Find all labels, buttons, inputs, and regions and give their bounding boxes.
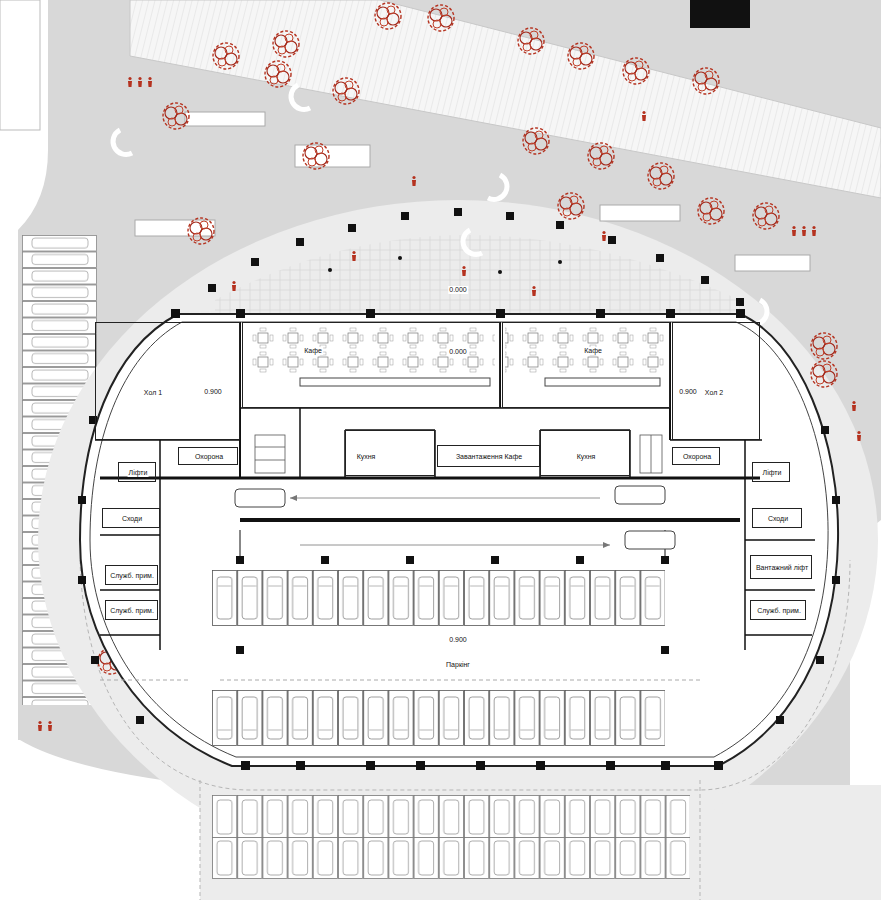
neighbour-building [0,0,40,130]
tree [518,28,544,54]
drive-arrow [290,495,610,548]
circulation-line [200,780,700,900]
counter [300,378,490,386]
room-box: Ліфти [118,462,156,482]
tree [163,103,189,129]
room-label: Завантаження Кафе [455,453,523,461]
tree [375,3,401,29]
room-box: Служб. прим. [105,565,158,585]
drive-line [100,680,700,681]
structural-columns [78,309,840,770]
cafe-tables [250,326,495,374]
room-box: Кухня [540,430,630,476]
round-bench [291,85,310,109]
tree [188,218,214,244]
round-bench [488,175,507,199]
level-mark: 0.900 [678,388,698,396]
dark-block [690,0,750,28]
bench [135,220,215,236]
room-box: Завантаження Кафе [437,445,540,467]
tree [273,31,299,57]
room-box: Служб. прим. [105,600,158,620]
tree [753,203,779,229]
tree [568,43,594,69]
room-label: Служб. прим. [756,607,802,615]
round-bench [463,230,482,254]
room-label: Ліфти [762,469,783,477]
room-label: Сходи [121,515,143,523]
round-bench [113,130,132,154]
bench [185,112,265,126]
tree [213,43,239,69]
building-outline [80,314,838,766]
room-box: Охорона [178,447,238,465]
room-label: Кафе [583,347,603,355]
counter [545,378,660,386]
bench [735,255,810,271]
room-box: Хол 1 [95,322,240,440]
parking-row [212,570,665,626]
room-label: Ліфти [128,469,149,477]
room-label: Служб. прим. [109,607,155,615]
outer-parking [212,795,690,879]
level-mark: 0.000 [448,286,468,294]
room-label: Кухня [356,453,377,461]
zone-label: Паркінг [445,661,471,669]
room-label: Кухня [576,453,597,461]
tree [623,58,649,84]
room-label: Охорона [194,453,224,461]
tree [588,143,614,169]
room-label: Сходи [767,515,789,523]
tree [558,193,584,219]
toilets [255,435,662,473]
outer-ground [200,785,881,900]
tree [303,143,329,169]
room-label: Хол 2 [704,389,724,397]
level-mark: 0.900 [203,388,223,396]
room-box: Кафе [502,322,670,408]
plaza-paving [215,235,740,315]
tree [811,361,837,387]
room-box: Ліфти [752,462,790,482]
tree [648,163,674,189]
room-box: Вантажний ліфт [750,555,812,579]
road [130,0,881,198]
room-box: Сходи [102,508,160,528]
room-box: Служб. прим. [750,600,806,620]
tree [693,68,719,94]
room-box: Хол 2 [672,322,760,440]
tree [265,61,291,87]
bench [600,205,680,221]
cafe-tables [505,326,665,374]
room-box: Кухня [345,430,435,476]
room-box: Сходи [752,508,802,528]
tree [333,78,359,104]
tree [523,128,549,154]
walls [95,322,815,650]
plaza-ground [38,200,878,880]
building-inner-line [90,322,828,757]
room-label: Хол 1 [143,389,163,397]
room-label: Охорона [682,453,712,461]
level-mark: 0.900 [448,636,468,644]
tree [428,5,454,31]
drive-line [290,498,610,545]
tree [698,198,724,224]
parking-row [212,690,665,746]
room-box: Кафе [242,322,500,408]
room-label: Кафе [303,347,323,355]
room-label: Вантажний ліфт [755,564,809,572]
room-box: Охорона [672,447,720,465]
cars [235,486,675,549]
plaza-columns [208,208,744,306]
room-label: Служб. прим. [109,572,155,580]
tree [811,333,837,359]
level-mark: 0.000 [448,348,468,356]
